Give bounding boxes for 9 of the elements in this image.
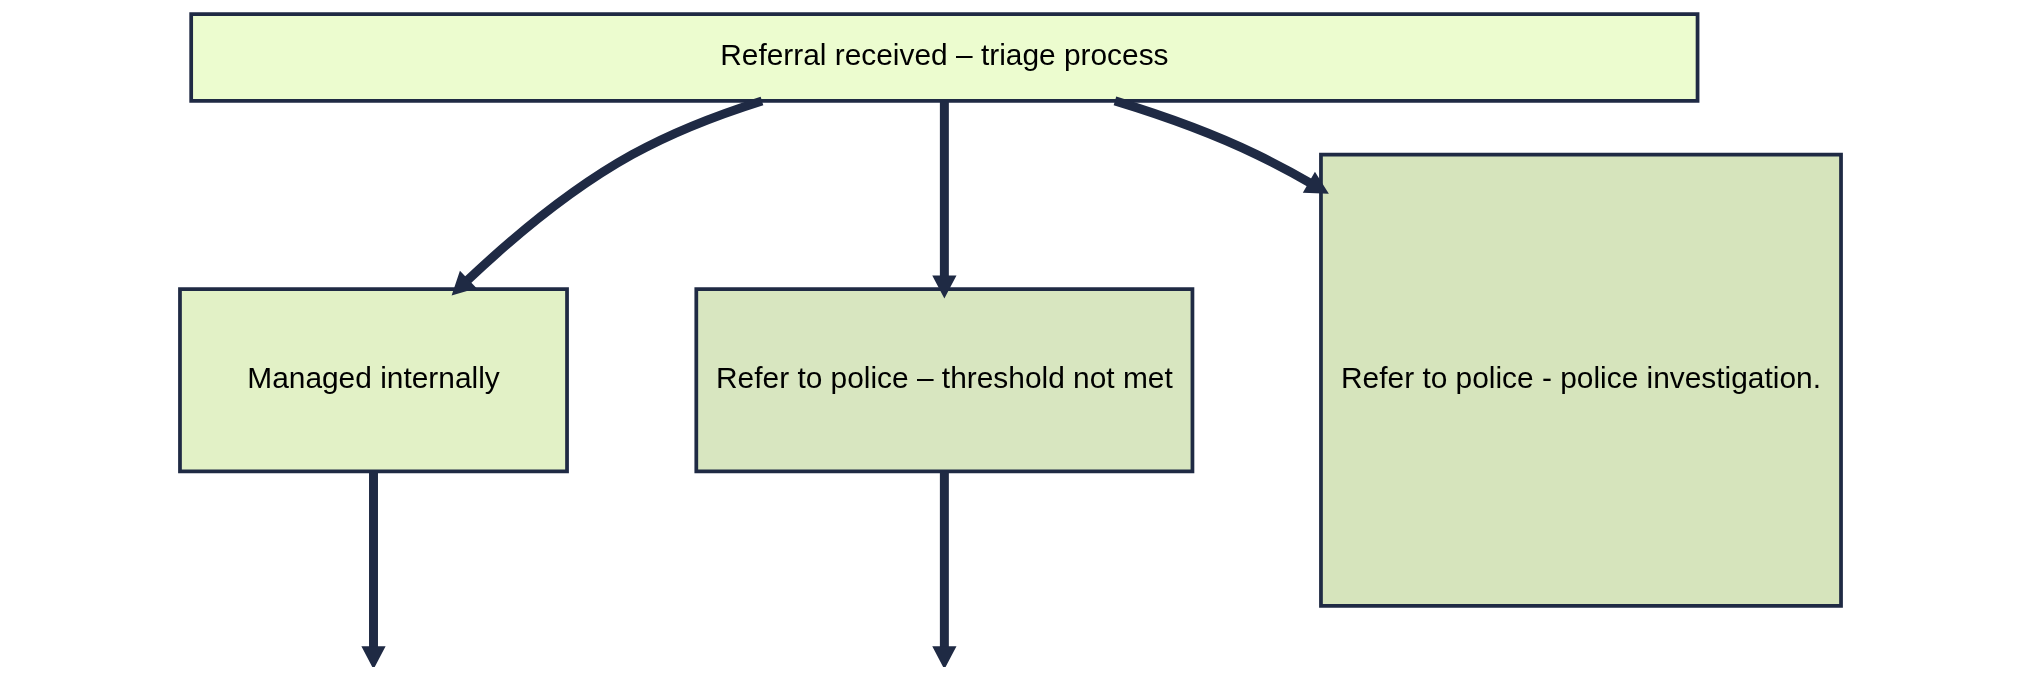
- arrow: [451, 96, 764, 296]
- arrow: [932, 101, 957, 299]
- arrow: [361, 471, 386, 667]
- node-box: Refer to police – threshold not met: [694, 287, 1195, 474]
- node-box: Referral received – triage process: [189, 12, 1700, 103]
- node-box: Managed internally: [178, 287, 569, 474]
- arrow: [1113, 96, 1329, 194]
- node-box: Refer to police - police investigation.: [1319, 152, 1843, 608]
- arrow: [932, 471, 957, 667]
